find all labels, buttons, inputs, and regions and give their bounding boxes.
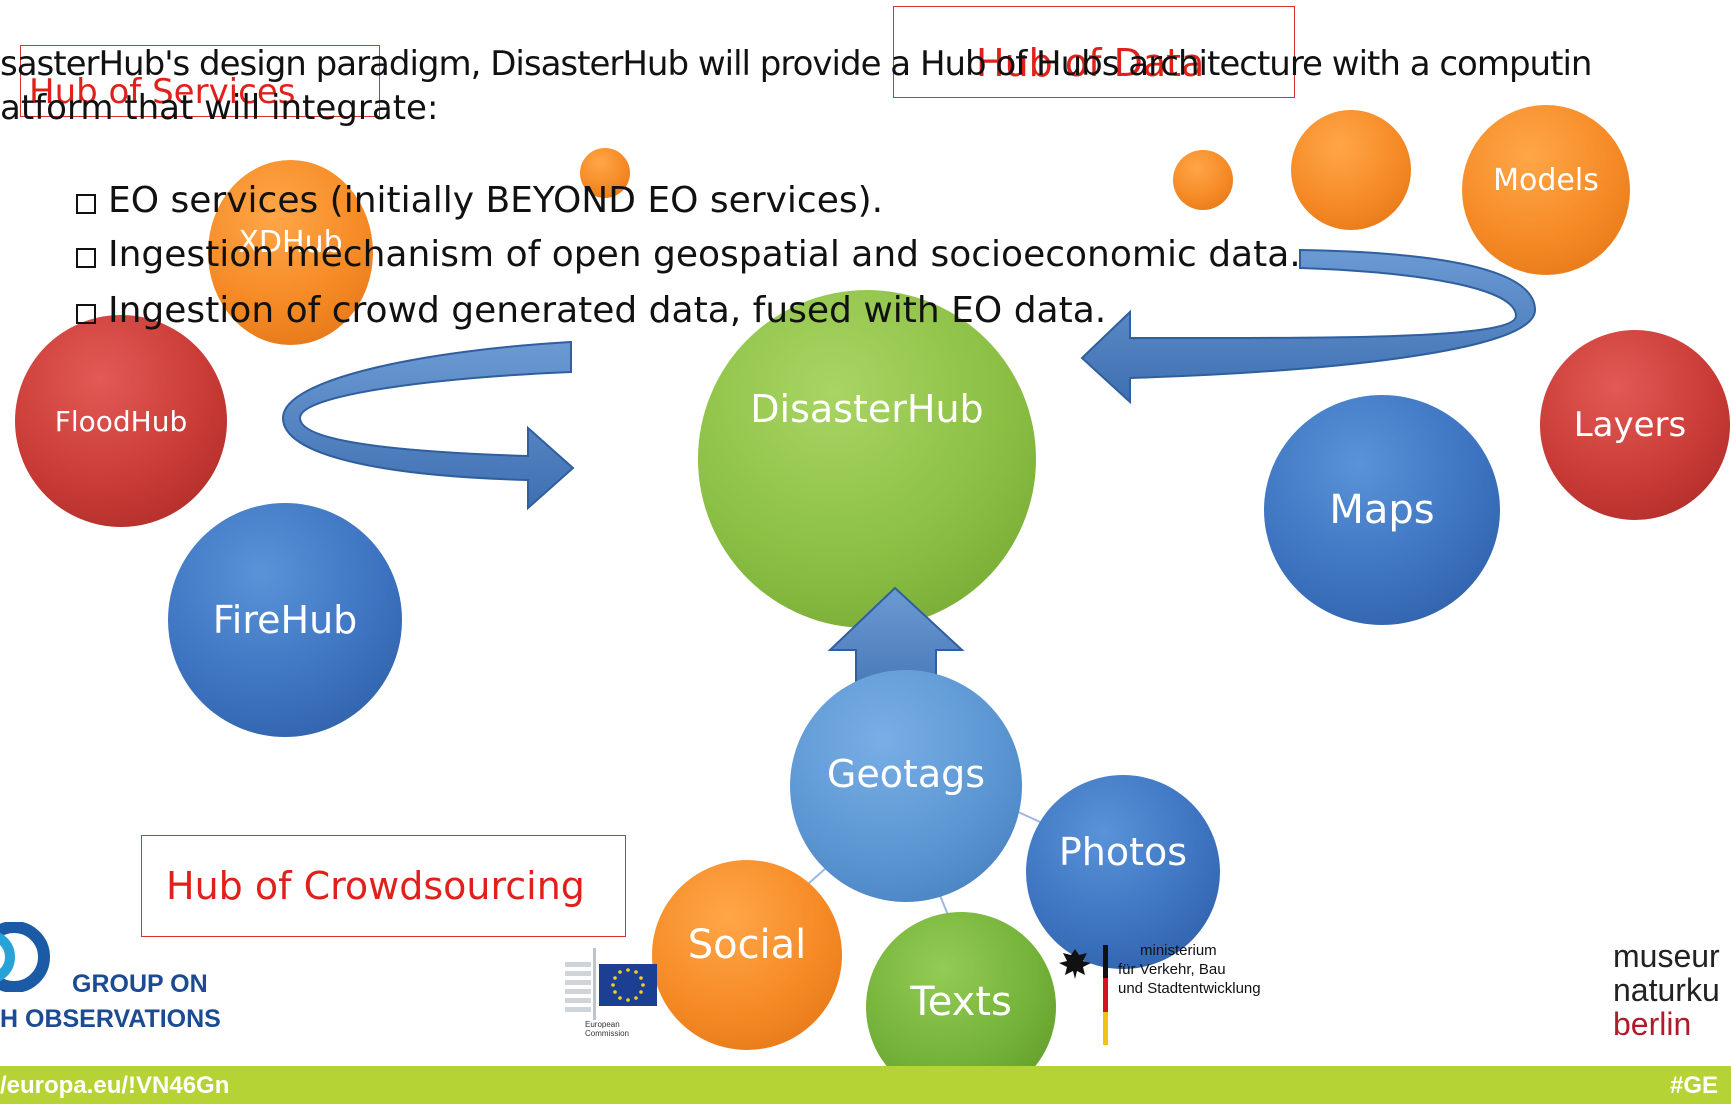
hub-of-crowdsourcing-text: Hub of Crowdsourcing bbox=[166, 864, 585, 908]
ec-logo-line2: Commission bbox=[585, 1029, 630, 1038]
node-xdhub-label: XDHub bbox=[238, 225, 343, 260]
checkbox-icon bbox=[76, 304, 96, 324]
node-social: Social bbox=[652, 860, 842, 1050]
node-floodhub: FloodHub bbox=[15, 315, 227, 527]
hub-of-services-label: Hub of Services bbox=[20, 45, 380, 117]
node-geotags-label: Geotags bbox=[826, 752, 986, 796]
ec-logo-line1: European bbox=[585, 1020, 620, 1029]
bullet-1-text: EO services (initially BEYOND EO service… bbox=[108, 180, 884, 221]
node-photos: Photos bbox=[1026, 775, 1220, 969]
node-social-label: Social bbox=[687, 922, 807, 968]
node-photos-label: Photos bbox=[1058, 830, 1188, 874]
checkbox-icon bbox=[76, 248, 96, 268]
bullet-2-text: Ingestion mechanism of open geospatial a… bbox=[108, 234, 1301, 275]
bubble-small-3 bbox=[1291, 110, 1411, 230]
bullet-3-text: Ingestion of crowd generated data, fused… bbox=[108, 290, 1107, 331]
node-xdhub: XDHub bbox=[208, 160, 373, 345]
node-floodhub-label: FloodHub bbox=[54, 404, 188, 438]
node-maps-label: Maps bbox=[1329, 487, 1435, 533]
left-curved-arrow bbox=[281, 340, 575, 511]
hub-of-data-text: Hub of Data bbox=[976, 41, 1205, 85]
ministry-line3: und Stadtentwicklung bbox=[1118, 980, 1261, 997]
intro-line-2: atform that will integrate: bbox=[0, 88, 439, 128]
museum-line3: berlin bbox=[1613, 1006, 1692, 1042]
node-layers: Layers bbox=[1540, 330, 1730, 520]
node-texts-label: Texts bbox=[910, 979, 1012, 1025]
checkbox-icon bbox=[76, 194, 96, 214]
node-firehub: FireHub bbox=[168, 503, 402, 737]
geo-logo-line2: H OBSERVATIONS bbox=[0, 1005, 221, 1033]
node-firehub-label: FireHub bbox=[212, 598, 358, 642]
ministry-flag-bar bbox=[1103, 945, 1108, 1045]
ec-logo-graphic bbox=[565, 948, 657, 1020]
geo-logo-line1: GROUP ON bbox=[72, 970, 208, 998]
node-geotags: Geotags bbox=[790, 670, 1022, 902]
hub-of-crowdsourcing-label: Hub of Crowdsourcing bbox=[141, 835, 626, 937]
right-curved-arrow bbox=[1080, 248, 1537, 405]
bullet-1: EO services (initially BEYOND EO service… bbox=[76, 180, 883, 221]
node-models: Models bbox=[1462, 105, 1630, 275]
node-models-label: Models bbox=[1493, 162, 1599, 198]
bullet-2: Ingestion mechanism of open geospatial a… bbox=[76, 234, 1301, 275]
hub-of-services-text: Hub of Services bbox=[29, 72, 296, 112]
node-layers-label: Layers bbox=[1573, 405, 1687, 445]
museum-line1: museur bbox=[1613, 938, 1720, 974]
node-disasterhub: DisasterHub bbox=[698, 290, 1036, 628]
ministry-line1: ministerium bbox=[1140, 942, 1217, 959]
footer-url[interactable]: /europa.eu/!VN46Gn bbox=[0, 1072, 230, 1099]
ec-logo: European Commission bbox=[565, 948, 657, 1040]
node-maps: Maps bbox=[1264, 395, 1500, 625]
federal-eagle-icon bbox=[1059, 949, 1091, 979]
bullet-3: Ingestion of crowd generated data, fused… bbox=[76, 290, 1106, 331]
footer-bar bbox=[0, 1066, 1731, 1104]
geo-logo-mark bbox=[0, 921, 50, 993]
bubble-small-2 bbox=[1173, 150, 1233, 210]
ministry-line2: für Verkehr, Bau bbox=[1118, 961, 1226, 978]
geo-logo-icon bbox=[0, 921, 50, 993]
node-disasterhub-label: DisasterHub bbox=[750, 387, 984, 431]
hub-of-data-label: Hub of Data bbox=[893, 6, 1295, 98]
footer-hashtag: #GE bbox=[1670, 1072, 1719, 1099]
bubble-small-1 bbox=[580, 148, 630, 198]
intro-line-1: sasterHub's design paradigm, DisasterHub… bbox=[0, 44, 1592, 84]
museum-line2: naturku bbox=[1613, 972, 1720, 1008]
